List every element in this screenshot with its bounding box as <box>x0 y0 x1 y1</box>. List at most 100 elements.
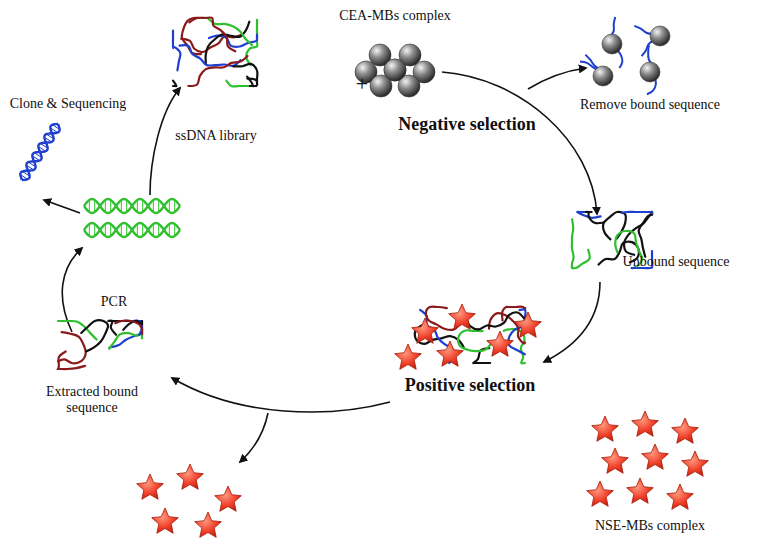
ssdna-strand <box>81 320 108 351</box>
magnetic-bead <box>602 34 622 54</box>
caption-label: Remove bound sequence <box>580 97 720 113</box>
complex-label: NSE-MBs complex <box>595 518 705 534</box>
helix-backbone <box>84 199 180 213</box>
base-pair <box>34 153 41 158</box>
cycle-arrow <box>442 72 597 214</box>
base-pair <box>38 147 45 152</box>
base-pair <box>50 128 57 133</box>
caption-label: Extracted bound sequence <box>36 384 148 416</box>
dna-helix <box>84 199 180 213</box>
magnetic-bead <box>384 59 406 81</box>
base-pair <box>153 200 154 212</box>
branch-arrow <box>528 68 586 89</box>
ssdna-strand <box>115 321 142 334</box>
base-pair <box>121 224 122 236</box>
nse-bead <box>682 451 709 476</box>
dna-tangle <box>173 17 258 86</box>
nse-bead <box>602 448 629 473</box>
base-pair <box>142 200 143 212</box>
plus-sign: + <box>356 71 368 96</box>
ssdna-strand <box>173 81 176 86</box>
base-pair <box>110 200 111 212</box>
nse-bead <box>592 416 619 441</box>
base-pair <box>40 143 47 148</box>
ssdna-strand <box>247 77 257 87</box>
nse-bead <box>195 512 222 537</box>
ssdna-strand <box>200 18 252 45</box>
magnetic-bead <box>384 59 406 81</box>
nse-bead <box>215 486 242 511</box>
base-pair <box>110 224 111 236</box>
ssdna-strand <box>585 212 603 223</box>
base-pair <box>126 200 127 212</box>
ssdna-strand <box>622 212 652 214</box>
nse-bead <box>587 481 614 506</box>
base-pair <box>46 134 53 139</box>
nse-bead <box>642 444 669 469</box>
ssdna-strand <box>173 31 181 71</box>
cycle-arrow <box>62 248 82 332</box>
base-pair <box>105 200 106 212</box>
cycle-arrow <box>172 378 390 412</box>
helix-backbone <box>84 223 180 237</box>
base-pair <box>121 200 122 212</box>
magnetic-bead <box>650 26 670 46</box>
caption-label: Unbound sequence <box>623 254 730 270</box>
ssdna-strand <box>109 328 142 348</box>
step-label: Positive selection <box>405 375 535 396</box>
nse-bead <box>412 318 439 343</box>
nse-bead <box>672 418 699 443</box>
base-pair <box>153 224 154 236</box>
base-pair <box>22 171 29 176</box>
base-pair <box>89 224 90 236</box>
base-pair <box>137 224 138 236</box>
base-pair <box>26 165 33 170</box>
library-label: ssDNA library <box>175 128 256 144</box>
base-pair <box>105 224 106 236</box>
step-label: Negative selection <box>398 114 535 135</box>
base-pair <box>44 137 51 142</box>
ssdna-strand <box>58 351 85 369</box>
helix-backbone <box>20 124 59 180</box>
branch-arrow <box>44 200 80 213</box>
base-pair <box>89 200 90 212</box>
cycle-arrows <box>44 68 600 462</box>
ssdna-strand <box>603 212 626 239</box>
dna-helix <box>84 223 180 237</box>
nse-bead <box>449 304 476 329</box>
base-pair <box>137 200 138 212</box>
base-pair <box>28 162 35 167</box>
ssdna-strand <box>189 17 235 51</box>
base-pair <box>20 175 27 180</box>
base-pair <box>94 224 95 236</box>
base-pair <box>52 125 59 130</box>
base-pair <box>32 156 39 161</box>
nse-bead <box>437 341 464 366</box>
ssdna-strand <box>572 250 590 269</box>
base-pair <box>158 200 159 212</box>
nse-bead <box>487 331 514 356</box>
base-pair <box>169 224 170 236</box>
helix-backbone <box>84 223 180 237</box>
cycle-arrow <box>544 282 600 362</box>
ssdna-strand <box>466 312 524 329</box>
ssdna-strand <box>58 332 86 363</box>
caption-label: Clone & Sequencing <box>10 96 127 112</box>
ssdna-strand <box>182 18 207 54</box>
ssdna-strand <box>188 56 247 86</box>
nse-bead <box>667 484 694 509</box>
magnetic-bead <box>640 62 660 82</box>
dna-tangle <box>58 320 142 369</box>
nse-bead <box>177 464 204 489</box>
base-pair <box>158 224 159 236</box>
dna-helix <box>20 124 59 180</box>
branch-arrow <box>240 413 268 462</box>
complex-label: CEA-MBs complex <box>339 8 451 24</box>
base-pair <box>142 224 143 236</box>
ssdna-strand <box>233 64 257 86</box>
magnetic-bead <box>593 66 613 86</box>
step-label: PCR <box>101 294 127 310</box>
base-pair <box>169 200 170 212</box>
